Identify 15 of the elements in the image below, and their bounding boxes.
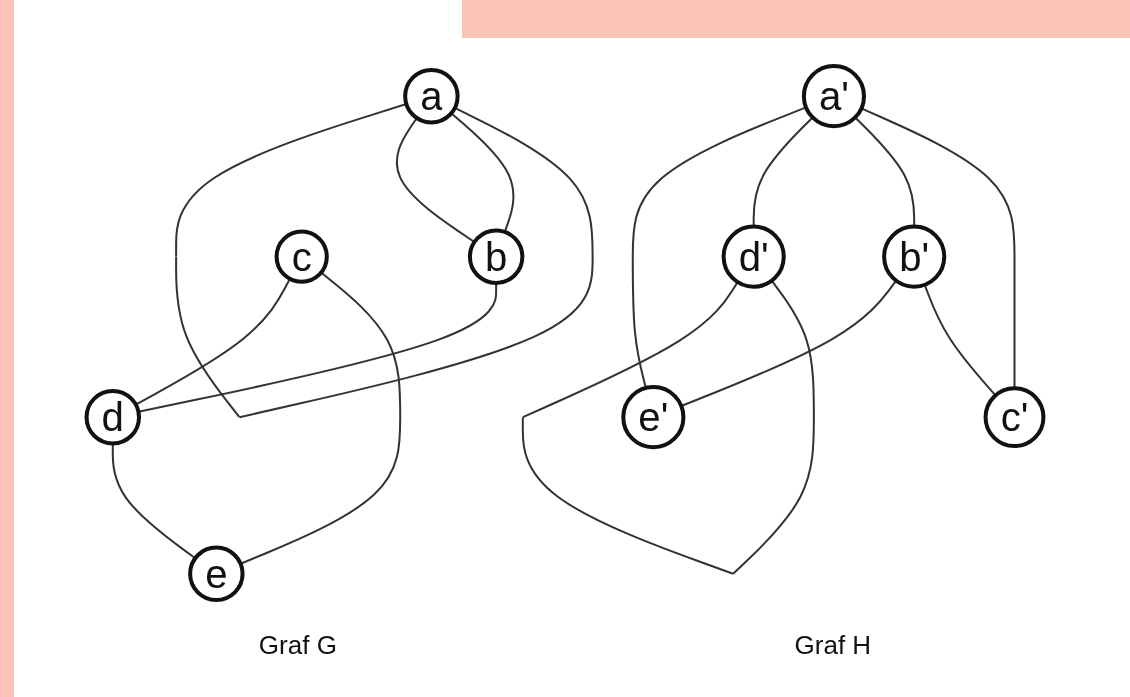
node-circle: d' bbox=[721, 224, 786, 289]
node-circle: e bbox=[188, 545, 245, 603]
node-circle: c' bbox=[983, 386, 1046, 449]
node-circle: a' bbox=[801, 64, 866, 129]
connector bbox=[135, 278, 291, 406]
node-circle: a bbox=[403, 67, 460, 125]
node-circle: b' bbox=[882, 224, 947, 289]
connector bbox=[395, 117, 475, 243]
graph-caption: Graf H bbox=[794, 630, 872, 661]
node-circle: e' bbox=[621, 385, 686, 450]
node-circle: c bbox=[274, 229, 329, 284]
node-circle: b bbox=[467, 228, 525, 285]
graph-caption: Graf G bbox=[258, 630, 337, 661]
connector bbox=[680, 280, 897, 407]
node-circle: d bbox=[84, 388, 141, 446]
